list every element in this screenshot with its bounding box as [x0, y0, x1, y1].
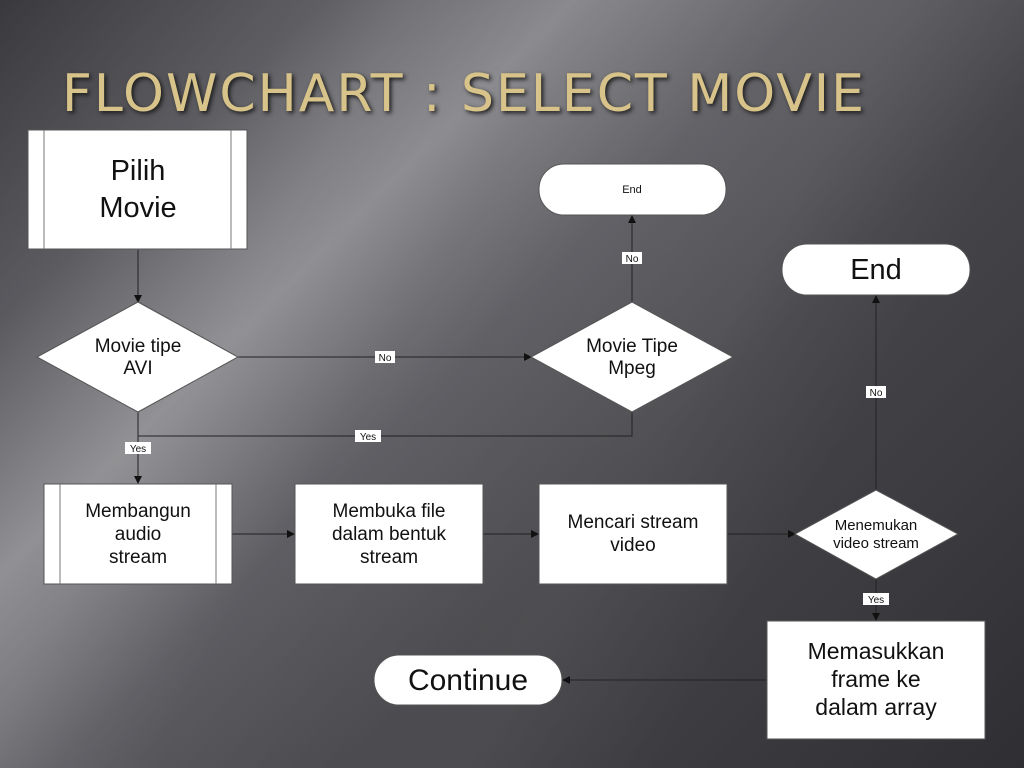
node-text-line: Pilih	[111, 155, 166, 187]
edge-label-mpeg-no: No	[626, 254, 639, 265]
node-text-line: video	[610, 535, 655, 556]
decision-movie-tipe-mpeg: Movie Tipe Mpeg	[529, 301, 735, 413]
node-text-line: audio	[115, 524, 162, 545]
edge-label-menemukan-yes: Yes	[868, 595, 884, 606]
edge-label-avi-yes: Yes	[130, 444, 146, 455]
edge-labels: No Yes Yes No No Yes	[125, 252, 889, 606]
edge-mpeg-yes	[138, 412, 633, 437]
node-membangun-audio-stream: Membangun audio stream	[43, 483, 233, 585]
node-text-line: Movie	[99, 192, 176, 224]
node-text-line: AVI	[123, 358, 152, 379]
node-continue: Continue	[373, 654, 563, 706]
node-text-line: stream	[109, 547, 167, 568]
node-end-large: End	[781, 243, 971, 296]
decision-menemukan-video-stream: Menemukan video stream	[793, 489, 960, 580]
edge-label-avi-no: No	[379, 353, 392, 364]
slide-title: FLOWCHART : SELECT MOVIE	[62, 64, 866, 124]
node-text-line: Mpeg	[608, 358, 656, 379]
node-membuka-file: Membuka file dalam bentuk stream	[294, 483, 484, 585]
node-text-line: Movie Tipe	[586, 336, 678, 357]
node-text-line: Menemukan	[835, 517, 918, 534]
node-text-line: video stream	[833, 535, 919, 552]
decision-movie-tipe-avi: Movie tipe AVI	[35, 301, 240, 413]
node-text-line: Movie tipe	[95, 336, 182, 357]
connectors	[134, 215, 880, 684]
node-text-line: dalam bentuk	[332, 524, 447, 545]
node-text-line: stream	[360, 547, 418, 568]
node-text-line: Memasukkan	[808, 638, 945, 664]
node-text-line: Membangun	[85, 501, 191, 522]
node-memasukkan-frame: Memasukkan frame ke dalam array	[766, 620, 986, 740]
node-text-line: End	[850, 254, 902, 286]
node-end-small: End	[538, 163, 727, 216]
node-text-line: End	[622, 184, 642, 196]
node-text-line: dalam array	[815, 694, 937, 720]
edge-label-mpeg-yes: Yes	[360, 432, 376, 443]
node-mencari-stream-video: Mencari stream video	[538, 483, 728, 585]
edge-label-menemukan-no: No	[870, 388, 883, 399]
node-text-line: frame ke	[831, 666, 920, 692]
node-text-line: Continue	[408, 664, 528, 697]
node-pilih-movie: Pilih Movie	[27, 129, 248, 250]
node-text-line: Membuka file	[333, 501, 446, 522]
node-text-line: Mencari stream	[568, 512, 699, 533]
